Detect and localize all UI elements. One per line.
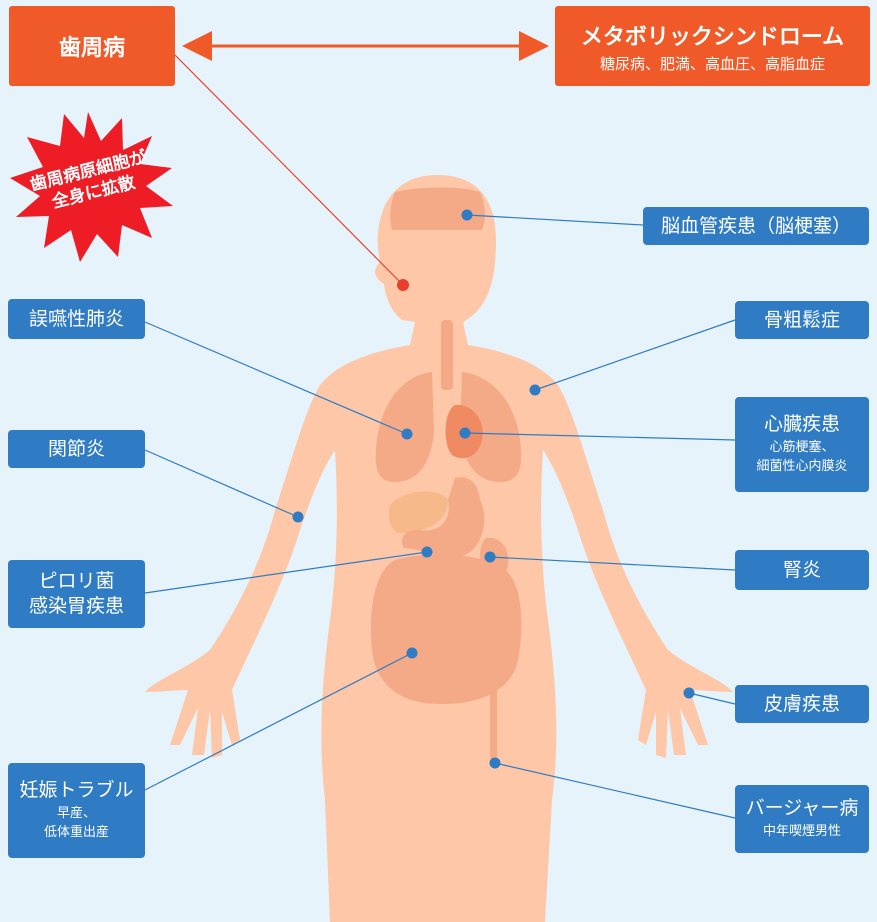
label-pneumonia-title: 誤嚥性肺炎 xyxy=(28,307,124,330)
dot-stroke xyxy=(461,209,473,221)
line-stroke xyxy=(466,214,644,226)
dot-pneumonia xyxy=(401,428,413,440)
metabolic-subtitle: 糖尿病、肥満、高血圧、高脂血症 xyxy=(599,54,825,73)
line-periodontal xyxy=(174,54,404,286)
line-nephritis xyxy=(489,556,736,571)
line-pregnancy xyxy=(144,652,413,791)
line-osteoporosis xyxy=(534,319,736,391)
line-buerger xyxy=(494,762,736,819)
connector-dots xyxy=(292,209,695,769)
line-arthritis xyxy=(144,449,299,518)
label-skin-title: 皮膚疾患 xyxy=(763,692,840,715)
line-skin xyxy=(688,692,736,705)
label-heart-subtitle: 心筋梗塞、 細菌性心内膜炎 xyxy=(756,440,848,474)
label-heart-title: 心臓疾患 xyxy=(763,413,840,436)
label-osteoporosis: 骨粗鬆症 xyxy=(735,301,869,339)
label-arthritis: 関節炎 xyxy=(8,430,145,468)
label-skin: 皮膚疾患 xyxy=(735,685,869,723)
organs xyxy=(370,187,522,760)
label-stroke-title: 脳血管疾患（脳梗塞） xyxy=(660,214,851,237)
label-heart: 心臓疾患 心筋梗塞、 細菌性心内膜炎 xyxy=(735,397,869,492)
dot-skin xyxy=(683,687,695,699)
line-pneumonia xyxy=(144,321,408,435)
label-nephritis-title: 腎炎 xyxy=(782,558,821,581)
dot-buerger xyxy=(489,757,501,769)
dot-osteoporosis xyxy=(529,384,541,396)
label-arthritis-title: 関節炎 xyxy=(47,437,105,460)
label-buerger: バージャー病 中年喫煙男性 xyxy=(735,785,869,853)
label-osteoporosis-title: 骨粗鬆症 xyxy=(763,308,840,331)
dot-periodontal-origin xyxy=(397,279,409,291)
connector-lines xyxy=(144,214,736,819)
label-pylori-title: ピロリ菌 感染胃疾患 xyxy=(28,570,124,617)
label-pneumonia: 誤嚥性肺炎 xyxy=(8,299,145,339)
dot-arthritis xyxy=(292,511,304,523)
label-stroke: 脳血管疾患（脳梗塞） xyxy=(643,207,869,245)
dot-heart xyxy=(459,427,471,439)
label-buerger-title: バージャー病 xyxy=(745,797,859,820)
label-pregnancy: 妊娠トラブル 早産、 低体重出産 xyxy=(8,763,145,858)
line-heart xyxy=(464,432,736,441)
dot-pylori xyxy=(421,546,433,558)
burst-shape xyxy=(10,112,173,262)
periodontal-box: 歯周病 xyxy=(9,6,175,86)
label-pregnancy-title: 妊娠トラブル xyxy=(19,779,134,802)
label-buerger-subtitle: 中年喫煙男性 xyxy=(762,823,841,839)
periodontal-title: 歯周病 xyxy=(58,36,125,61)
label-pregnancy-subtitle: 早産、 低体重出産 xyxy=(43,806,109,840)
label-nephritis: 腎炎 xyxy=(735,550,869,590)
line-pylori xyxy=(144,551,428,594)
dot-nephritis xyxy=(484,551,496,563)
dot-pregnancy xyxy=(406,647,418,659)
metabolic-box: メタボリックシンドローム 糖尿病、肥満、高血圧、高脂血症 xyxy=(555,6,870,86)
label-pylori: ピロリ菌 感染胃疾患 xyxy=(8,560,145,628)
metabolic-title: メタボリックシンドローム xyxy=(580,24,845,50)
